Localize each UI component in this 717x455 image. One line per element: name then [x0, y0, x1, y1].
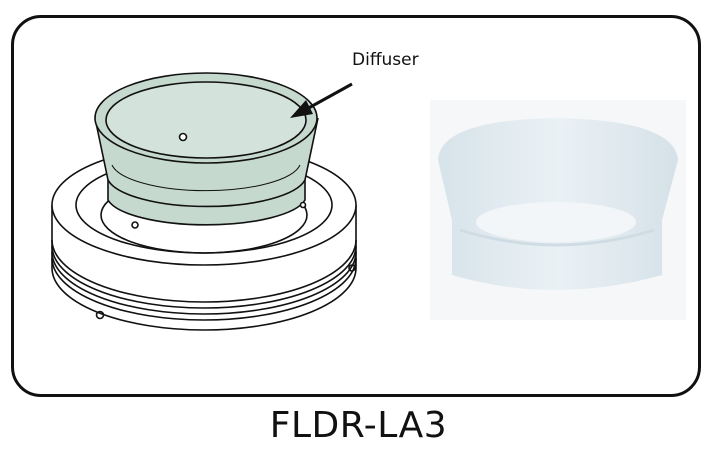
diffuser-photo — [430, 100, 686, 320]
diagram-frame — [11, 15, 701, 397]
diffuser-callout-label: Diffuser — [352, 50, 419, 70]
diffuser-part — [94, 72, 319, 229]
callout-arrow — [290, 82, 353, 118]
product-code: FLDR-LA3 — [269, 405, 448, 446]
diffuser-photo-image — [438, 118, 678, 290]
